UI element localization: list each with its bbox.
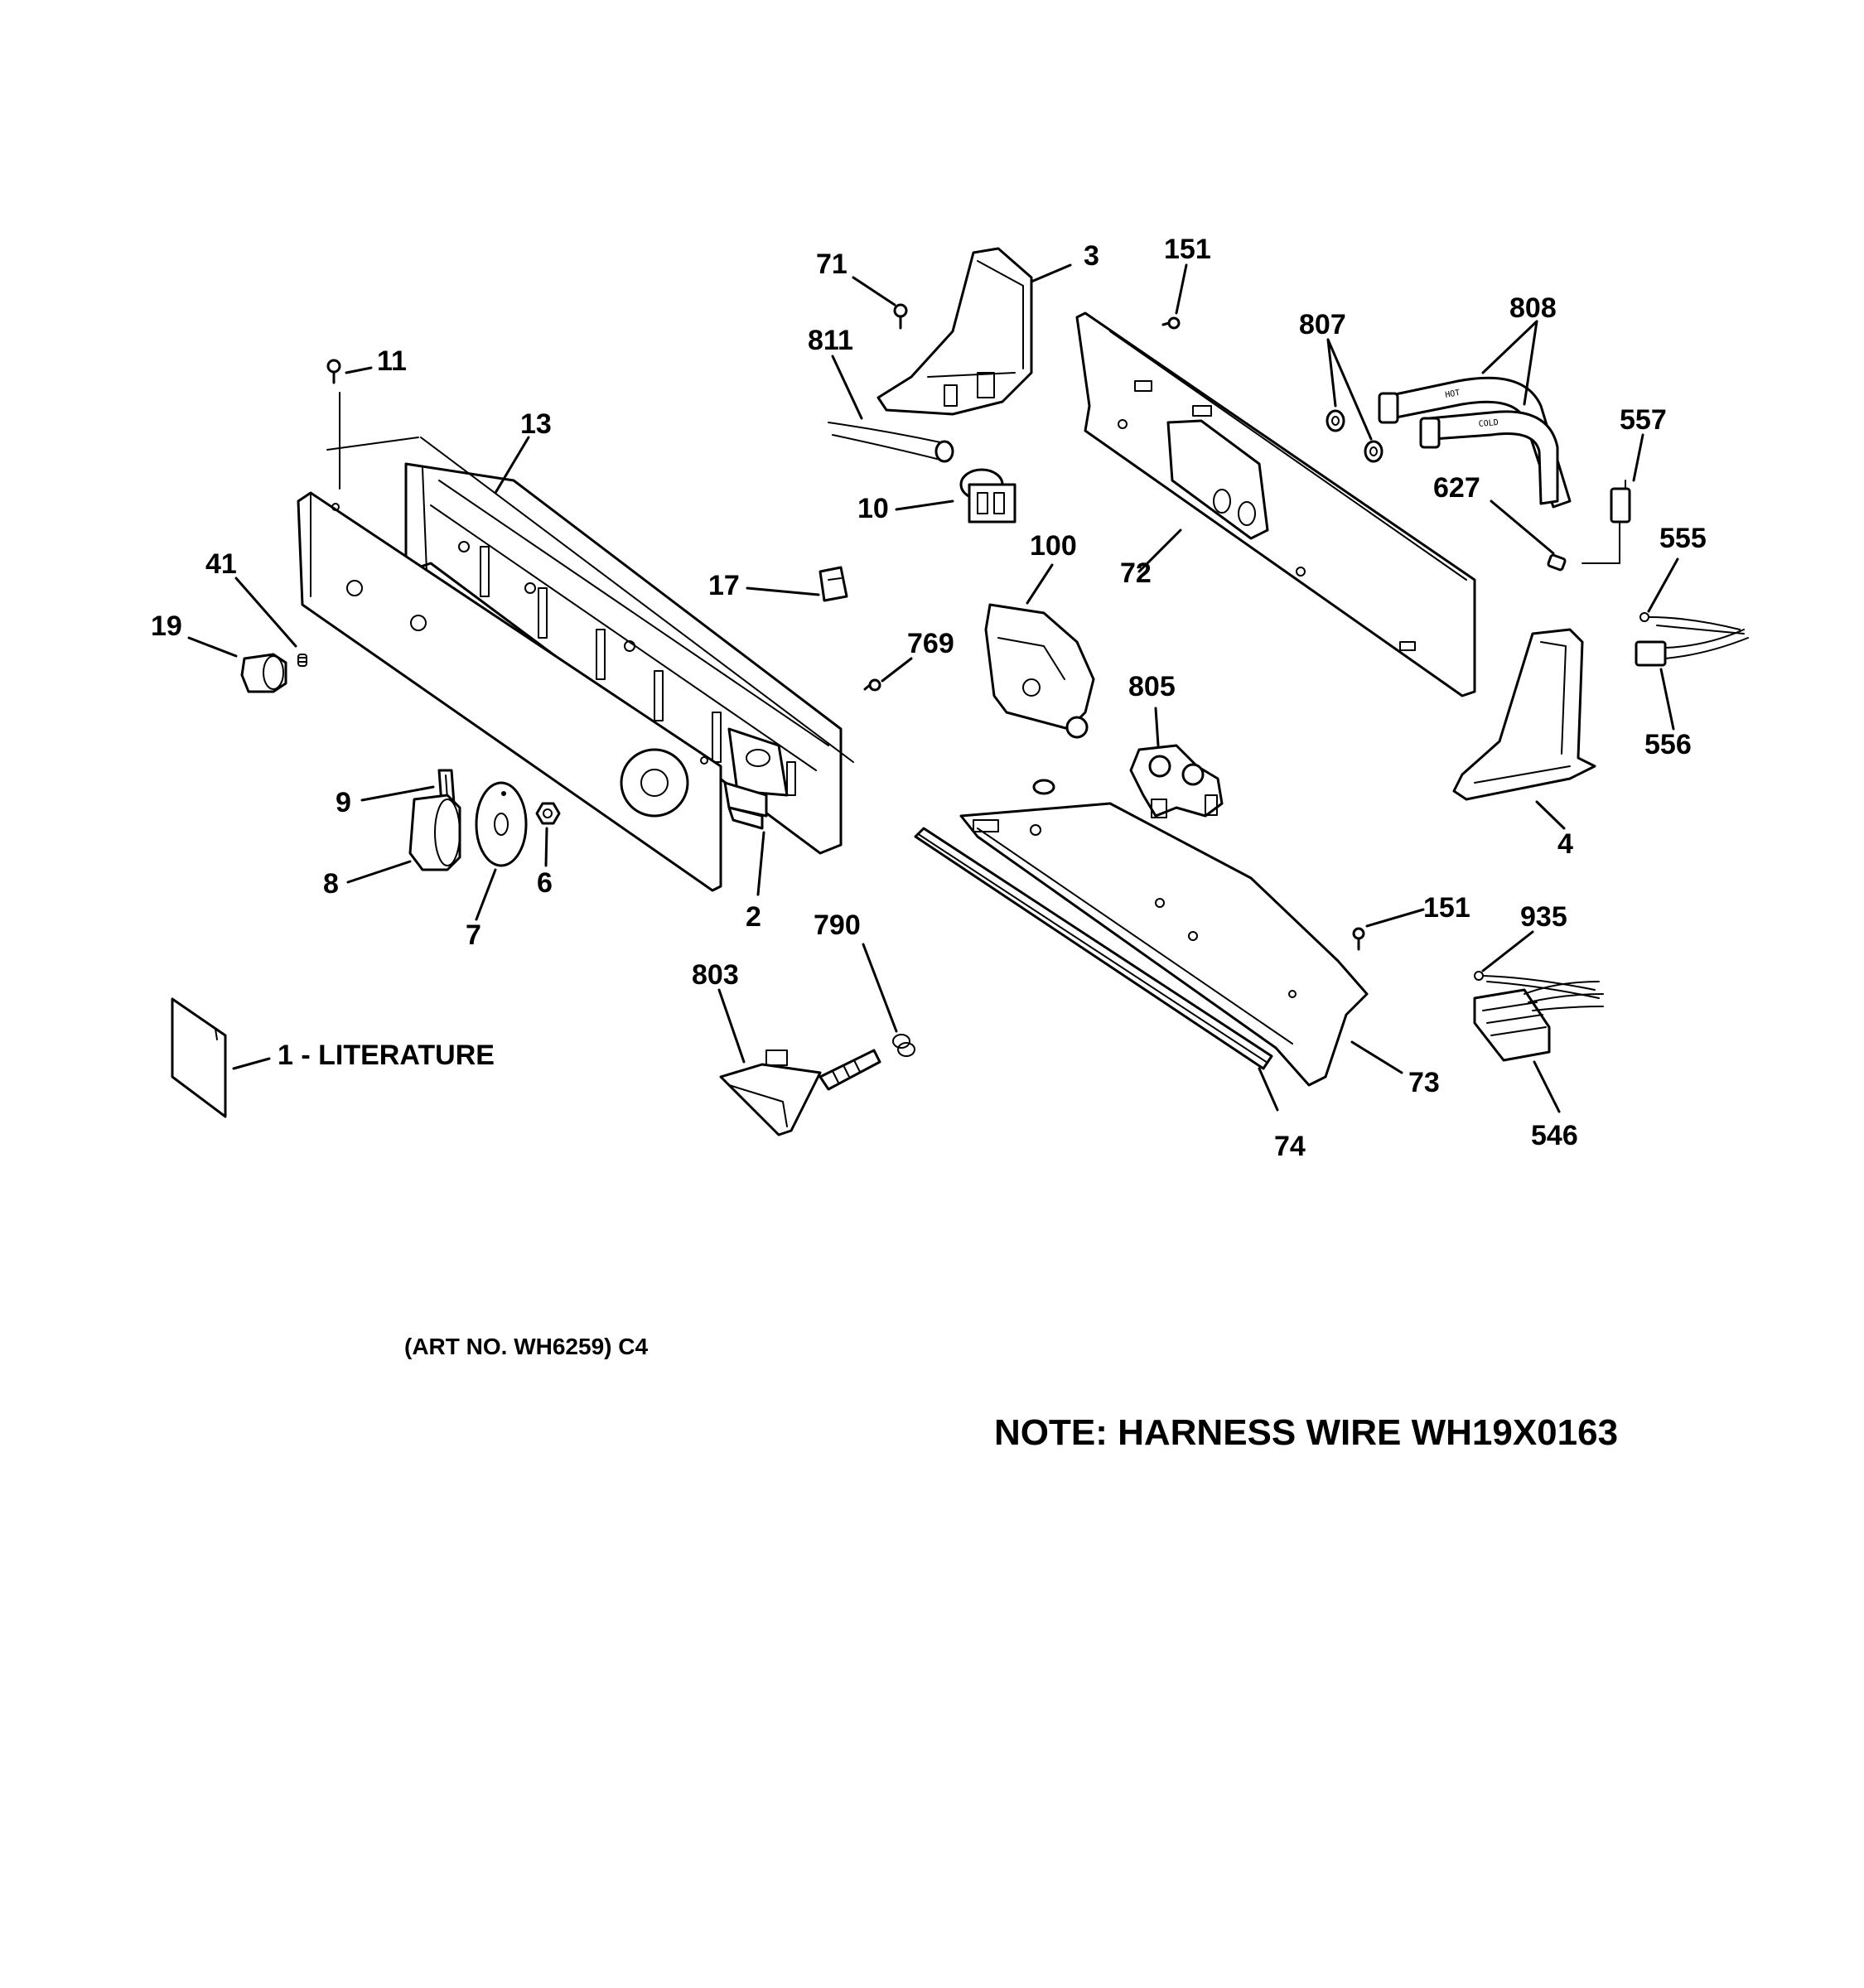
part-808-inlet-hoses: HOT COLD <box>1378 376 1572 509</box>
callout-151-upper: 151 <box>1164 234 1211 265</box>
callout-100: 100 <box>1030 530 1077 562</box>
part-19-knob <box>240 653 287 693</box>
part-71-screw <box>893 303 908 330</box>
callout-1-literature: 1 - LITERATURE <box>278 1040 495 1071</box>
part-811-hose <box>828 422 954 463</box>
callout-935: 935 <box>1520 901 1567 933</box>
callout-3: 3 <box>1084 240 1099 272</box>
part-790-clamp <box>892 1034 915 1057</box>
callout-805: 805 <box>1128 671 1176 702</box>
callout-811: 811 <box>808 325 853 356</box>
part-17-connector <box>819 566 848 602</box>
callout-4: 4 <box>1557 828 1573 860</box>
part-555-wire <box>1639 612 1745 635</box>
callout-72: 72 <box>1120 557 1152 589</box>
part-556-connector <box>1635 629 1749 667</box>
part-6-nut <box>535 802 561 825</box>
callout-74: 74 <box>1274 1131 1306 1162</box>
part-13-panel-frame <box>404 462 843 855</box>
part-557-cord <box>1582 480 1631 564</box>
art-number: (ART NO. WH6259) C4 <box>404 1334 649 1359</box>
callout-numbers: 3 71 151 808 807 811 11 557 13 627 10 10… <box>151 234 1707 1162</box>
callout-2: 2 <box>746 901 761 933</box>
callout-8: 8 <box>323 868 339 900</box>
callout-71: 71 <box>816 248 847 280</box>
part-13-edge <box>326 437 419 451</box>
part-10-pressure-switch <box>959 468 1017 524</box>
hose-label-hot: HOT <box>1445 388 1461 400</box>
callout-803: 803 <box>692 959 739 991</box>
callout-546: 546 <box>1531 1120 1578 1151</box>
callout-555: 555 <box>1659 523 1707 554</box>
part-3-end-cap <box>876 247 1033 416</box>
part-805-water-valve <box>1129 744 1224 818</box>
control-panel-front <box>297 491 722 892</box>
part-151-screw-upper <box>1161 316 1181 330</box>
grommet <box>1032 779 1055 795</box>
part-74-front-rail <box>914 827 1273 1070</box>
part-803-dispenser <box>719 1049 881 1136</box>
callout-73: 73 <box>1408 1067 1440 1098</box>
part-11-screw <box>326 359 341 490</box>
callout-151-lower: 151 <box>1423 892 1470 924</box>
callout-11: 11 <box>377 345 407 377</box>
part-100-timer <box>984 603 1095 739</box>
callout-769: 769 <box>907 628 954 659</box>
callout-808: 808 <box>1509 292 1557 324</box>
part-769-screw <box>863 678 881 692</box>
callout-807: 807 <box>1299 309 1346 340</box>
part-546-harness <box>1473 981 1604 1062</box>
harness-note: NOTE: HARNESS WIRE WH19X0163 <box>994 1412 1619 1453</box>
part-151-screw-lower <box>1352 927 1365 951</box>
part-807-washers <box>1326 409 1384 463</box>
callout-19: 19 <box>151 610 182 642</box>
callout-10: 10 <box>857 493 889 524</box>
part-4-end-cap <box>1452 628 1596 801</box>
part-73-base-plate <box>959 802 1369 1087</box>
part-2-bracket <box>723 781 768 830</box>
part-13-edge-diag <box>420 437 854 763</box>
callout-6: 6 <box>537 867 553 899</box>
callout-790: 790 <box>814 910 861 941</box>
callout-13: 13 <box>520 408 552 440</box>
part-7-dial <box>475 781 528 867</box>
callout-9: 9 <box>336 787 351 818</box>
part-72-back-panel <box>1075 311 1476 697</box>
hose-label-cold: COLD <box>1478 418 1499 429</box>
part-41-spring <box>297 654 307 667</box>
callout-557: 557 <box>1620 404 1667 436</box>
callout-556: 556 <box>1644 729 1692 760</box>
leader-lines <box>187 263 1679 1113</box>
callout-627: 627 <box>1433 472 1480 504</box>
part-1-literature-envelope <box>171 997 227 1118</box>
callout-41: 41 <box>205 548 237 580</box>
part-8-knob <box>408 794 461 871</box>
part-627-plug <box>1547 553 1567 572</box>
callout-17: 17 <box>708 570 740 601</box>
callout-7: 7 <box>466 919 481 951</box>
